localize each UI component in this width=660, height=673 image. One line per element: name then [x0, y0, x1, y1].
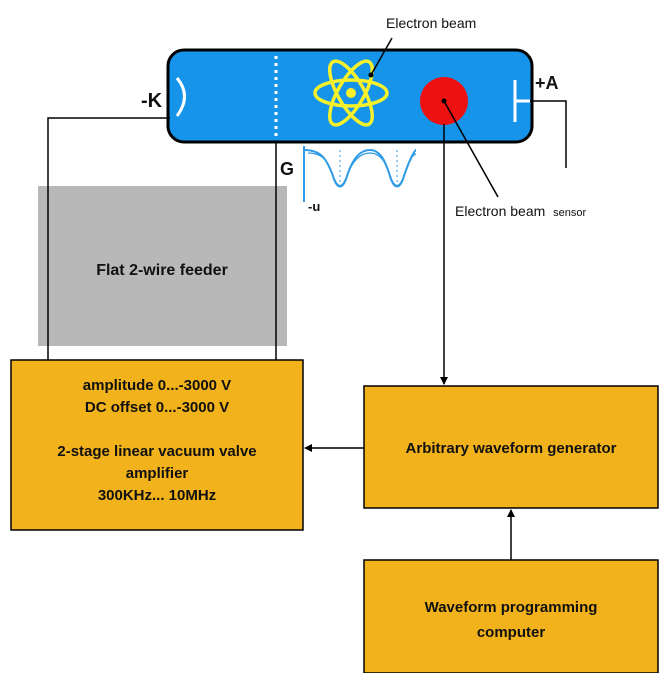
computer-line-2: computer — [477, 624, 546, 641]
anode-label: +A — [535, 73, 559, 93]
electron-beam-pointer — [370, 37, 393, 76]
amplifier-line-2: DC offset 0...-3000 V — [85, 399, 229, 416]
computer-box — [363, 559, 659, 673]
generator-box — [363, 385, 659, 509]
sensor-label: Electron beam sensor — [455, 203, 587, 219]
cathode-wire — [47, 117, 170, 360]
amplifier-line-1: amplitude 0...-3000 V — [83, 377, 231, 394]
sensor-label-suffix: sensor — [553, 207, 586, 219]
sensor-pointer — [443, 100, 499, 198]
waveform-curve-inner — [307, 152, 417, 187]
sensor-label-main: Electron beam — [455, 203, 545, 219]
cathode-icon — [175, 77, 186, 117]
electron-beam-label: Electron beam — [386, 15, 476, 31]
amplifier-box — [10, 359, 304, 531]
flat-feeder — [38, 186, 287, 346]
amplifier-text: amplitude 0...-3000 V DC offset 0...-300… — [57, 377, 256, 504]
sensor-pointer-dot — [441, 98, 447, 104]
grid-label: G — [280, 159, 294, 179]
anode-wire — [530, 100, 567, 168]
atom-icon — [313, 59, 389, 127]
computer-line-1: Waveform programming — [425, 599, 598, 616]
electron-beam-pointer-dot — [368, 72, 374, 78]
grid-waveform: -u — [303, 146, 417, 214]
amplifier-line-5: amplifier — [126, 465, 189, 482]
cathode-label: -K — [141, 90, 163, 112]
amplifier-line-4: 2-stage linear vacuum valve — [57, 443, 256, 460]
waveform-axis-label: -u — [308, 199, 320, 214]
feeder-label: Flat 2-wire feeder — [96, 262, 228, 279]
amplifier-line-6: 300KHz... 10MHz — [98, 487, 216, 504]
generator-label: Arbitrary waveform generator — [406, 440, 617, 457]
